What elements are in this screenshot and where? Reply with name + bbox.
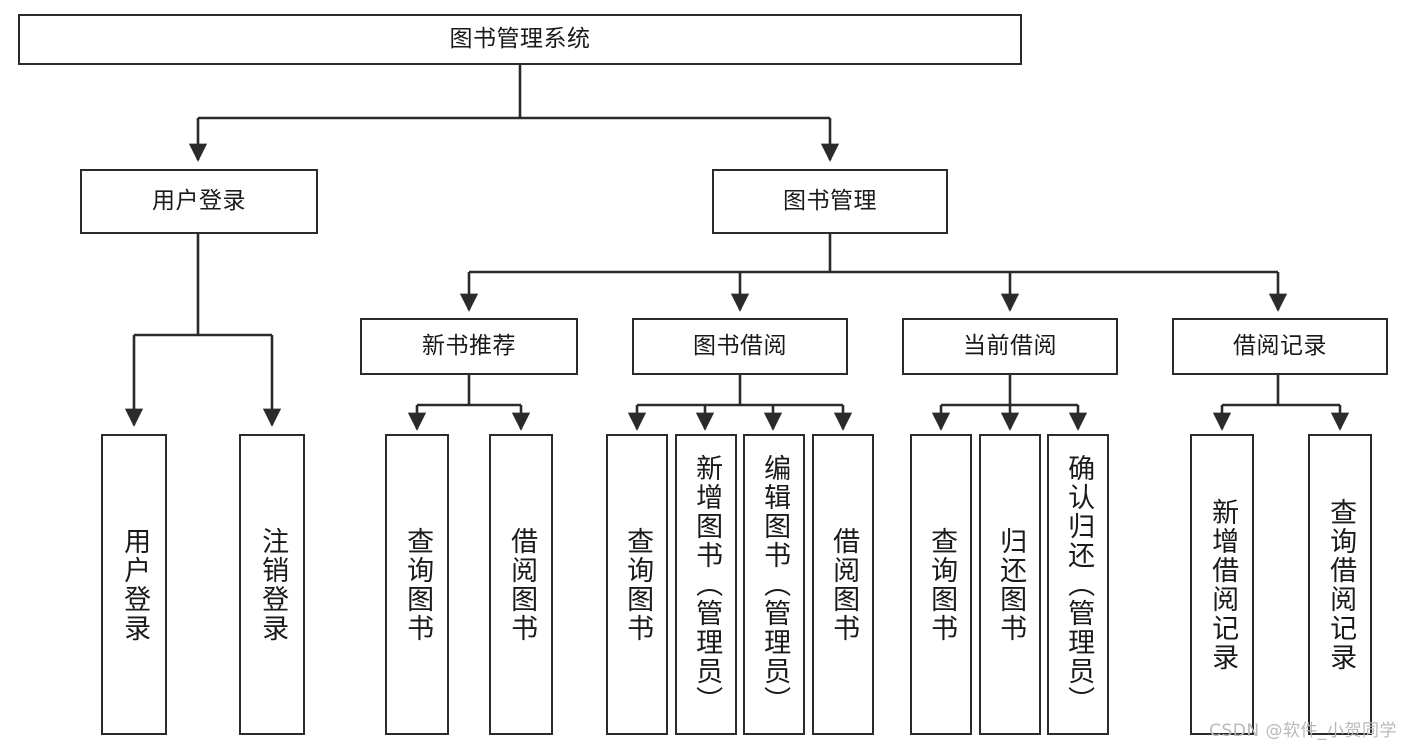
node-label: 用户登录 <box>119 526 151 643</box>
node-label: 借阅记录 <box>1233 333 1327 360</box>
node-new-book-recommendation[interactable]: 新书推荐 <box>360 318 578 375</box>
node-label: 借阅图书 <box>828 526 860 643</box>
node-label: 用户登录 <box>152 188 246 215</box>
node-label: 新书推荐 <box>422 333 516 360</box>
watermark-text: CSDN @软件_小贺同学 <box>1209 721 1397 741</box>
node-label: 借阅图书 <box>506 526 538 643</box>
node-label: 确认归还（管理员） <box>1063 454 1095 715</box>
node-leaf-edit-book[interactable]: 编辑图书（管理员） <box>743 434 805 735</box>
node-leaf-user-login[interactable]: 用户登录 <box>101 434 167 735</box>
node-leaf-query-record[interactable]: 查询借阅记录 <box>1308 434 1372 735</box>
node-leaf-logout[interactable]: 注销登录 <box>239 434 305 735</box>
node-label: 图书管理系统 <box>449 26 591 53</box>
node-label: 新增借阅记录 <box>1207 497 1239 672</box>
node-label: 查询图书 <box>402 526 434 643</box>
node-leaf-borrow-book-2[interactable]: 借阅图书 <box>812 434 874 735</box>
node-leaf-add-book[interactable]: 新增图书（管理员） <box>675 434 737 735</box>
node-leaf-query-book-1[interactable]: 查询图书 <box>385 434 449 735</box>
node-book-management[interactable]: 图书管理 <box>712 169 948 234</box>
node-label: 图书借阅 <box>693 333 787 360</box>
node-label: 查询图书 <box>926 526 958 643</box>
node-book-borrowing[interactable]: 图书借阅 <box>632 318 848 375</box>
node-root-system[interactable]: 图书管理系统 <box>18 14 1022 65</box>
node-leaf-query-book-3[interactable]: 查询图书 <box>910 434 972 735</box>
node-label: 注销登录 <box>257 526 289 643</box>
node-leaf-borrow-book-1[interactable]: 借阅图书 <box>489 434 553 735</box>
node-label: 查询图书 <box>622 526 654 643</box>
node-leaf-return-book[interactable]: 归还图书 <box>979 434 1041 735</box>
node-leaf-add-record[interactable]: 新增借阅记录 <box>1190 434 1254 735</box>
node-user-login[interactable]: 用户登录 <box>80 169 318 234</box>
node-current-borrowing[interactable]: 当前借阅 <box>902 318 1118 375</box>
node-leaf-confirm-return[interactable]: 确认归还（管理员） <box>1047 434 1109 735</box>
node-label: 归还图书 <box>995 526 1027 643</box>
node-label: 新增图书（管理员） <box>691 454 723 715</box>
node-leaf-query-book-2[interactable]: 查询图书 <box>606 434 668 735</box>
node-label: 当前借阅 <box>963 333 1057 360</box>
node-label: 编辑图书（管理员） <box>759 454 791 715</box>
node-label: 查询借阅记录 <box>1325 497 1357 672</box>
node-label: 图书管理 <box>783 188 877 215</box>
node-borrowing-records[interactable]: 借阅记录 <box>1172 318 1388 375</box>
